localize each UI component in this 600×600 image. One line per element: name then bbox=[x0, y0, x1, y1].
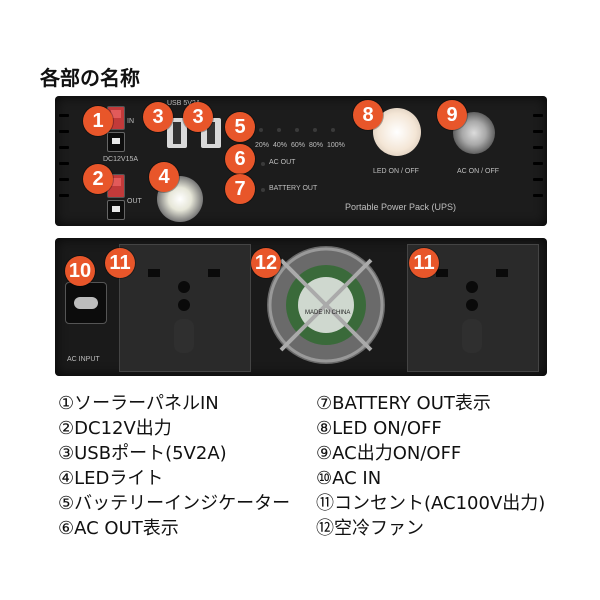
callout-badge-6: 6 bbox=[225, 144, 255, 174]
legend-left: ①ソーラーパネルIN ②DC12V出力 ③USBポート(5V2A) ④LEDライ… bbox=[58, 391, 290, 541]
vent-slot bbox=[533, 194, 543, 197]
callout-badge-3b: 3 bbox=[183, 102, 213, 132]
cooling-fan: MADE IN CHINA bbox=[267, 246, 385, 364]
dc-label: DC12V15A bbox=[103, 156, 139, 163]
vent-slot bbox=[59, 178, 69, 181]
legend-item: ⑦BATTERY OUT表示 bbox=[316, 393, 491, 414]
callout-badge-4: 4 bbox=[149, 162, 179, 192]
top-control-panel: IN DC12V15A OUT USB 5V2A 20% 40% 60% 80%… bbox=[55, 96, 547, 226]
legend-item: ⑪コンセント(AC100V出力) bbox=[316, 493, 546, 514]
pct-20: 20% bbox=[255, 142, 270, 149]
legend-item: ④LEDライト bbox=[58, 468, 164, 489]
vent-slot bbox=[533, 162, 543, 165]
fan-grille-icon bbox=[268, 247, 384, 363]
vent-slot bbox=[59, 162, 69, 165]
legend-item: ⑫空冷ファン bbox=[316, 518, 424, 539]
vent-slot bbox=[533, 146, 543, 149]
page-title: 各部の名称 bbox=[40, 66, 140, 90]
battery-led-3 bbox=[295, 128, 299, 132]
out-label: OUT bbox=[127, 198, 142, 205]
callout-badge-3: 3 bbox=[143, 102, 173, 132]
callout-badge-1: 1 bbox=[83, 106, 113, 136]
ac-in-socket[interactable] bbox=[65, 282, 107, 324]
battery-led-5 bbox=[331, 128, 335, 132]
led-onoff-label: LED ON / OFF bbox=[373, 168, 419, 175]
vent-slot bbox=[59, 146, 69, 149]
callout-badge-11b: 11 bbox=[409, 248, 439, 278]
legend-item: ⑩AC IN bbox=[316, 468, 382, 489]
rear-panel: AC INPUT MADE IN CHINA 10 11 12 11 bbox=[55, 238, 547, 376]
legend-item: ①ソーラーパネルIN bbox=[58, 393, 219, 414]
brand-label: Portable Power Pack (UPS) bbox=[345, 202, 457, 212]
pct-40: 40% bbox=[273, 142, 288, 149]
pct-100: 100% bbox=[327, 142, 345, 149]
callout-badge-11: 11 bbox=[105, 248, 135, 278]
battery-led-1 bbox=[259, 128, 263, 132]
callout-badge-10: 10 bbox=[65, 256, 95, 286]
callout-badge-9: 9 bbox=[437, 100, 467, 130]
pct-80: 80% bbox=[309, 142, 324, 149]
battery-out-led bbox=[261, 188, 265, 192]
ac-onoff-label: AC ON / OFF bbox=[457, 168, 499, 175]
callout-badge-8: 8 bbox=[353, 100, 383, 130]
legend-item: ⑨AC出力ON/OFF bbox=[316, 443, 462, 464]
ac-outlet-1[interactable] bbox=[119, 244, 251, 372]
legend-right: ⑦BATTERY OUT表示 ⑧LED ON/OFF ⑨AC出力ON/OFF ⑩… bbox=[316, 391, 545, 541]
callout-badge-5: 5 bbox=[225, 112, 255, 142]
pct-60: 60% bbox=[291, 142, 306, 149]
battery-led-2 bbox=[277, 128, 281, 132]
vent-slot bbox=[59, 114, 69, 117]
vent-slot bbox=[533, 178, 543, 181]
usb-port-1[interactable] bbox=[167, 118, 187, 148]
vent-slot bbox=[59, 194, 69, 197]
ac-out-label: AC OUT bbox=[269, 159, 296, 166]
legend-item: ⑤バッテリーインジケーター bbox=[58, 493, 291, 514]
ac-out-led bbox=[261, 162, 265, 166]
vent-slot bbox=[533, 130, 543, 133]
callout-badge-12: 12 bbox=[251, 248, 281, 278]
ac-input-label: AC INPUT bbox=[67, 356, 100, 363]
solar-in-port[interactable] bbox=[107, 132, 125, 152]
in-label: IN bbox=[127, 118, 134, 125]
callout-badge-2: 2 bbox=[83, 164, 113, 194]
battery-out-label: BATTERY OUT bbox=[269, 185, 318, 192]
legend-item: ③USBポート(5V2A) bbox=[58, 443, 227, 464]
vent-slot bbox=[533, 114, 543, 117]
fan-label: MADE IN CHINA bbox=[305, 310, 351, 316]
usb-label: USB 5V2A bbox=[167, 100, 201, 107]
vent-slot bbox=[59, 130, 69, 133]
callout-badge-7: 7 bbox=[225, 174, 255, 204]
legend-item: ⑥AC OUT表示 bbox=[58, 518, 179, 539]
battery-led-4 bbox=[313, 128, 317, 132]
legend-item: ②DC12V出力 bbox=[58, 418, 172, 439]
dc-out-port[interactable] bbox=[107, 200, 125, 220]
legend-item: ⑧LED ON/OFF bbox=[316, 418, 442, 439]
